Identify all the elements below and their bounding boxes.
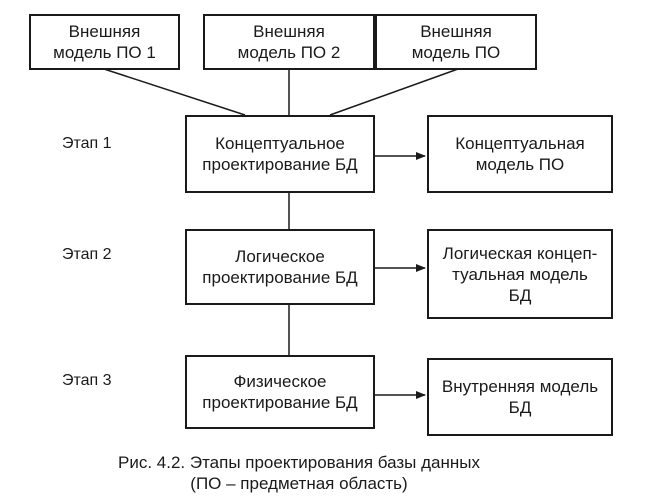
stage-2-label: Этап 2 xyxy=(62,246,112,263)
stage-3-label: Этап 3 xyxy=(62,372,112,389)
logical-model-box: Логическая концеп- туальная модель БД xyxy=(427,229,613,319)
external-model-1-text: Внешняя модель ПО 1 xyxy=(53,22,156,62)
logical-model-text: Логическая концеп- туальная модель БД xyxy=(442,243,598,305)
external-model-3-text: Внешняя модель ПО xyxy=(411,22,501,62)
internal-model-text: Внутренняя модель БД xyxy=(441,377,599,417)
line-ext3-to-conceptual xyxy=(329,68,459,116)
external-model-2: Внешняя модель ПО 2 xyxy=(203,14,375,70)
external-model-2-text: Внешняя модель ПО 2 xyxy=(237,22,341,62)
conceptual-design-box: Концептуальное проектирование БД xyxy=(185,115,375,193)
logical-design-box: Логическое проектирование БД xyxy=(185,229,375,305)
internal-model-box: Внутренняя модель БД xyxy=(427,358,613,436)
stage-1-label: Этап 1 xyxy=(62,135,112,152)
figure-caption-line-1: Рис. 4.2. Этапы проектирования базы данн… xyxy=(118,453,480,472)
conceptual-model-box: Концептуальная модель ПО xyxy=(427,115,613,193)
line-ext1-to-conceptual xyxy=(103,68,246,116)
conceptual-model-text: Концептуальная модель ПО xyxy=(455,134,585,174)
figure-caption-line-2: (ПО – предметная область) xyxy=(190,474,408,493)
physical-design-box: Физическое проектирование БД xyxy=(185,355,375,429)
physical-design-text: Физическое проектирование БД xyxy=(202,372,358,412)
external-model-1: Внешняя модель ПО 1 xyxy=(29,14,180,70)
external-model-3: Внешняя модель ПО xyxy=(375,14,537,70)
logical-design-text: Логическое проектирование БД xyxy=(202,247,358,287)
conceptual-design-text: Концептуальное проектирование БД xyxy=(202,134,358,174)
